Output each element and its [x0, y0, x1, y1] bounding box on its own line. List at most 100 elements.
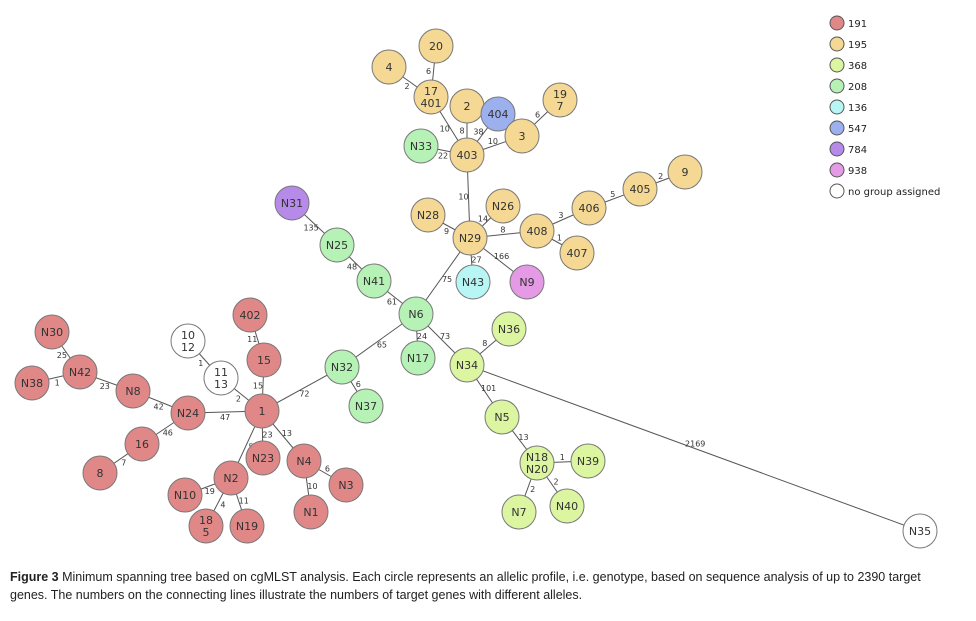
figure-caption: Figure 3 Minimum spanning tree based on … [10, 568, 960, 604]
edge-label-408-n29: 8 [500, 226, 505, 235]
node-n39: N39 [570, 443, 606, 479]
edge-label-n3-n4: 6 [325, 465, 330, 474]
node-circle-9 [667, 154, 703, 190]
node-label-n18-1: N20 [526, 463, 548, 476]
edge-label-404-403: 38 [473, 127, 483, 136]
node-20: 20 [418, 28, 454, 64]
node-4: 4 [371, 49, 407, 85]
node-label-16: 16 [135, 438, 149, 451]
edge-label-n34-n6: 73 [440, 332, 450, 341]
node-label-n1: N1 [303, 506, 318, 519]
node-circle-n24 [170, 395, 206, 431]
node-n25: N25 [319, 227, 355, 263]
node-label-n18-0: N18 [526, 451, 548, 464]
node-label-19-0: 19 [553, 88, 567, 101]
node-circle-n25 [319, 227, 355, 263]
edge-label-n4-1: 13 [282, 429, 292, 438]
node-label-n9: N9 [519, 276, 534, 289]
node-circle-n33 [403, 128, 439, 164]
node-circle-n26 [485, 188, 521, 224]
node-circle-n7 [501, 494, 537, 530]
node-circle-403 [449, 137, 485, 173]
node-circle-10 [170, 323, 206, 359]
edge-label-n30-n42: 25 [57, 351, 67, 360]
edge-label-405-406: 5 [610, 190, 615, 199]
node-n19: N19 [229, 508, 265, 544]
node-n8: N8 [115, 373, 151, 409]
edge-label-402-15: 11 [247, 335, 257, 344]
node-label-n36: N36 [498, 323, 520, 336]
node-circle-n39 [570, 443, 606, 479]
edge-label-n39-n18: 1 [560, 453, 565, 462]
legend-label-938: 938 [848, 166, 867, 177]
edge-label-18-n2: 4 [220, 500, 225, 509]
legend-swatch-none [829, 183, 845, 199]
node-label-11-0: 11 [214, 366, 228, 379]
edge-label-n9-n29: 166 [494, 252, 509, 261]
node-405: 405 [622, 171, 658, 207]
edge-label-n28-n29: 9 [444, 227, 449, 236]
node-n38: N38 [14, 365, 50, 401]
node-label-n3: N3 [338, 479, 353, 492]
node-circle-n5 [484, 399, 520, 435]
edge-label-n6-n29: 75 [442, 275, 452, 284]
edge-label-n41-n6: 61 [387, 297, 397, 306]
node-label-17-1: 401 [421, 97, 442, 110]
node-n17: N17 [400, 340, 436, 376]
edge-label-16-n24: 46 [163, 429, 173, 438]
node-label-408: 408 [527, 225, 548, 238]
node-n31: N31 [274, 185, 310, 221]
edge-label-n1-n4: 10 [307, 482, 317, 491]
node-circle-1 [244, 393, 280, 429]
node-label-n35: N35 [909, 525, 931, 538]
node-n42: N42 [62, 354, 98, 390]
edge-label-n17-n6: 24 [417, 332, 427, 341]
node-n30: N30 [34, 314, 70, 350]
node-n9: N9 [509, 264, 545, 300]
node-circle-402 [232, 297, 268, 333]
node-404: 404 [480, 96, 516, 132]
node-circle-n9 [509, 264, 545, 300]
legend-swatch-547 [829, 120, 845, 136]
node-circle-n2 [213, 460, 249, 496]
node-n32: N32 [324, 349, 360, 385]
node-label-n42: N42 [69, 366, 91, 379]
edge-label-19-3: 6 [535, 110, 540, 119]
node-circle-407 [559, 235, 595, 271]
edge-label-8-16: 7 [121, 459, 126, 468]
node-circle-18 [188, 508, 224, 544]
node-403: 403 [449, 137, 485, 173]
edge-label-n38-n42: 1 [55, 378, 60, 387]
node-n35: N35 [902, 513, 938, 549]
node-circle-n30 [34, 314, 70, 350]
node-label-n29: N29 [459, 232, 481, 245]
edge-label-n10-n2: 19 [205, 487, 215, 496]
node-label-402: 402 [240, 309, 261, 322]
node-label-n41: N41 [363, 275, 385, 288]
legend-swatch-136 [829, 99, 845, 115]
node-circle-n37 [348, 388, 384, 424]
legend-label-368: 368 [848, 61, 867, 72]
node-circle-n43 [455, 264, 491, 300]
node-label-n5: N5 [494, 411, 509, 424]
node-label-n19: N19 [236, 520, 258, 533]
node-n23: N23 [245, 440, 281, 476]
edge-label-n42-n8: 23 [100, 382, 110, 391]
node-circle-n18 [519, 445, 555, 481]
legend-swatch-208 [829, 78, 845, 94]
edge-label-n43-n29: 27 [471, 256, 481, 265]
node-n37: N37 [348, 388, 384, 424]
legend-label-547: 547 [848, 124, 867, 135]
node-label-n37: N37 [355, 400, 377, 413]
node-3: 3 [504, 118, 540, 154]
edge-label-n26-n29: 14 [478, 214, 488, 223]
edge-label-n37-n32: 6 [356, 380, 361, 389]
node-label-403: 403 [457, 149, 478, 162]
node-circle-n35 [902, 513, 938, 549]
node-circle-n8 [115, 373, 151, 409]
node-label-n6: N6 [408, 308, 423, 321]
node-circle-n40 [549, 488, 585, 524]
